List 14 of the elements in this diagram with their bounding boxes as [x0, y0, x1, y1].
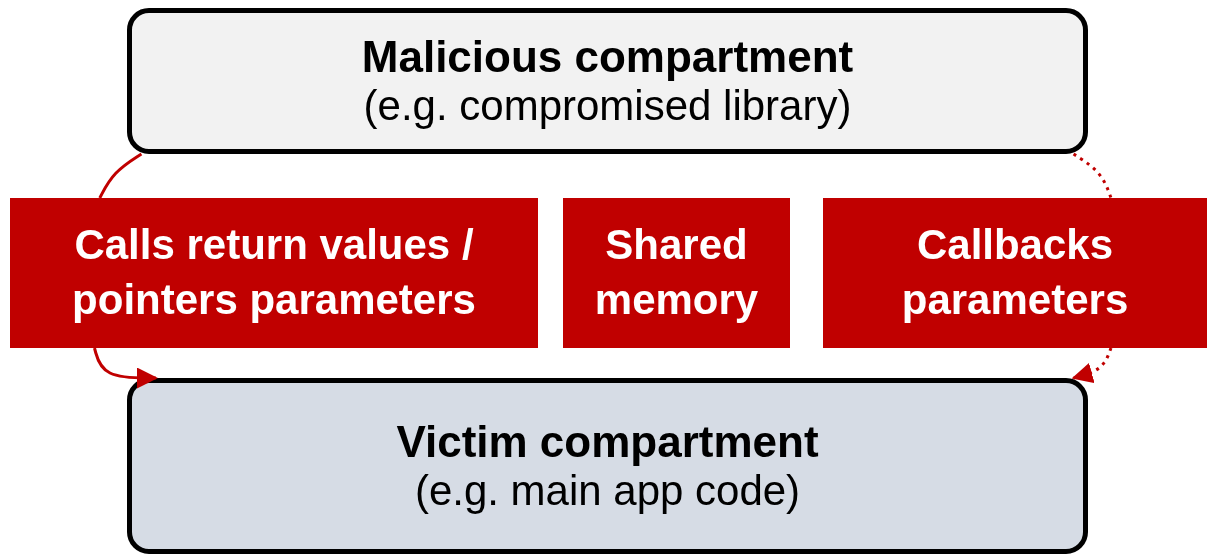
label-box: [10, 198, 538, 348]
title: Victim compartment: [396, 417, 819, 467]
compartment-box: [127, 378, 1088, 554]
label-box: [563, 198, 790, 348]
label-text: Shared memory: [593, 220, 760, 325]
subtitle: (e.g. main app code): [414, 467, 801, 515]
arrow: [1071, 347, 1113, 384]
arrow: [93, 347, 158, 389]
compartment-box: [127, 8, 1088, 154]
title: Malicious compartment: [361, 32, 854, 82]
label-text: Calls return values / pointers parameters: [71, 220, 477, 325]
subtitle: (e.g. compromised library): [363, 82, 852, 130]
label-box: [823, 198, 1207, 348]
label-text: Callbacks parameters: [900, 220, 1130, 325]
